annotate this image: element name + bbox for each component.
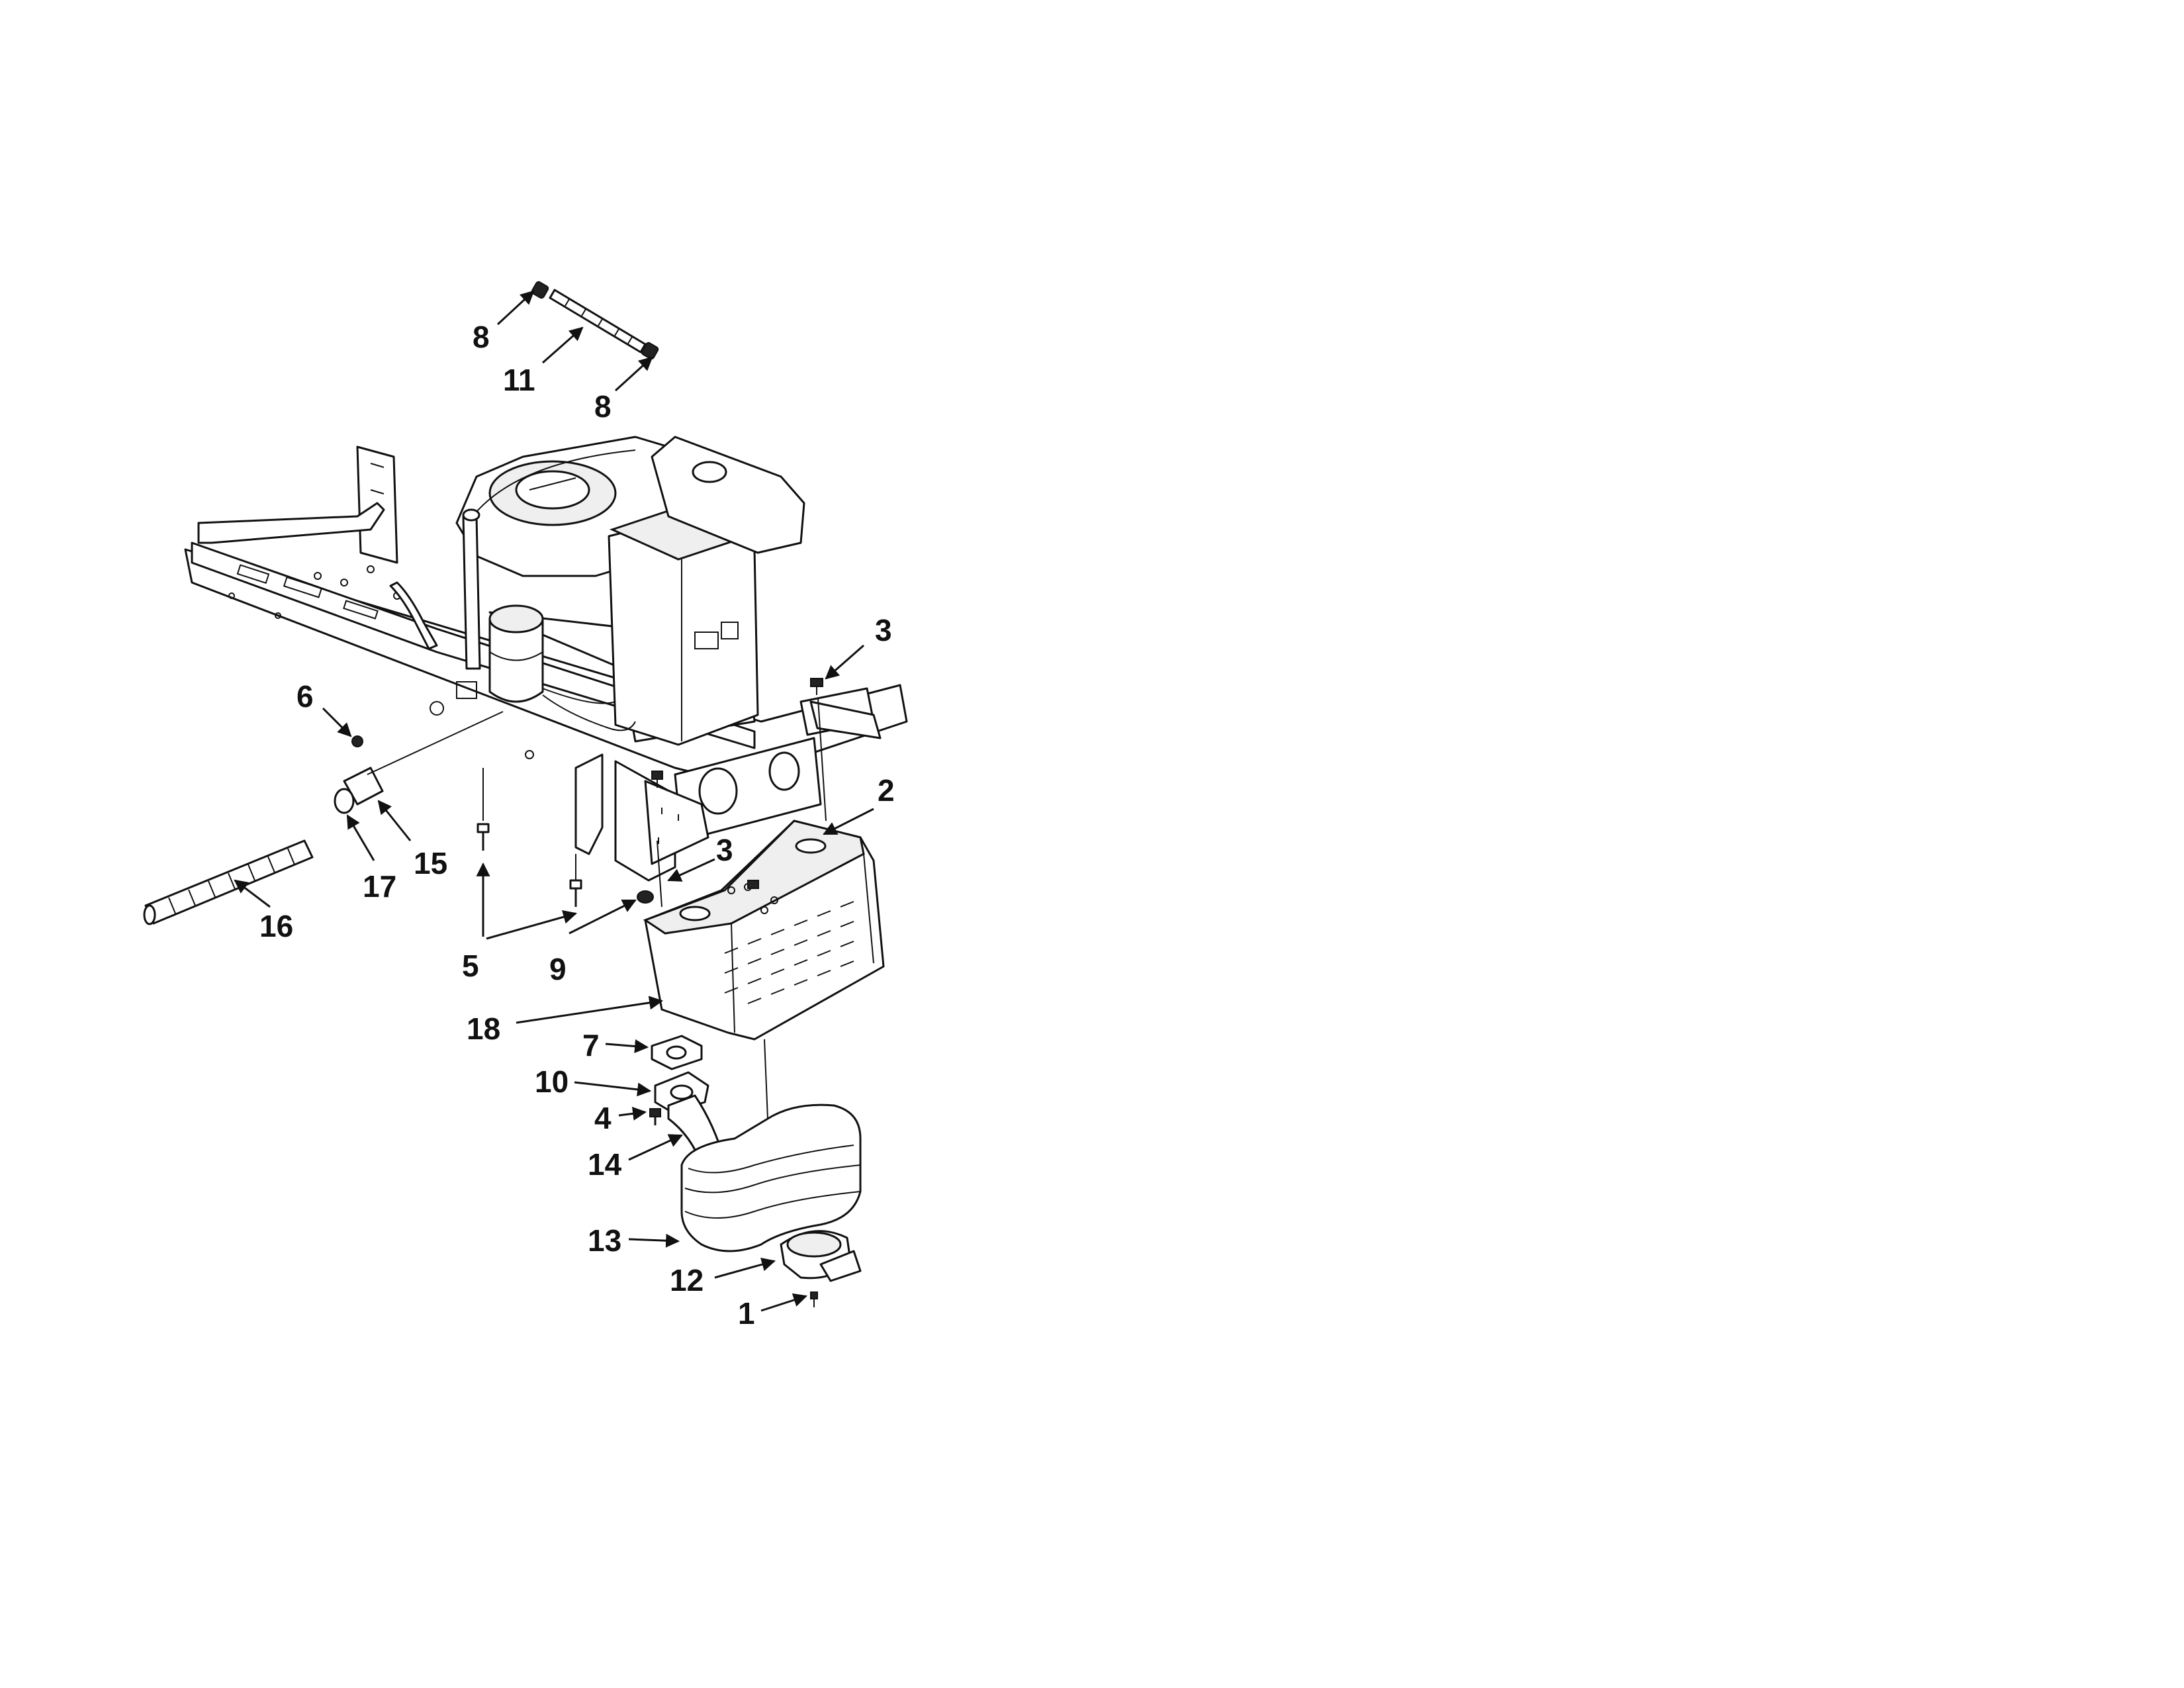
leader-15 xyxy=(377,800,412,841)
callout-8b: 8 xyxy=(594,389,612,424)
leader-11 xyxy=(542,326,584,364)
callout-2: 2 xyxy=(878,773,895,808)
leader-6 xyxy=(322,707,352,737)
leader-10 xyxy=(574,1081,652,1097)
callout-12: 12 xyxy=(670,1263,704,1297)
screw-1-part xyxy=(810,1291,818,1307)
leader-8b xyxy=(614,356,653,392)
callout-7: 7 xyxy=(582,1028,600,1062)
nut-6-part xyxy=(351,735,363,747)
callout-18: 18 xyxy=(467,1011,500,1046)
callout-8a: 8 xyxy=(473,320,490,354)
leader-7 xyxy=(605,1039,649,1053)
leader-5b xyxy=(486,910,578,940)
leader-lines xyxy=(234,290,874,1312)
screw-3-part xyxy=(651,678,827,908)
callout-3a: 3 xyxy=(875,613,892,647)
screw-9-part xyxy=(637,890,654,904)
muffler-guard-18-part xyxy=(643,820,885,1119)
gasket-7-part xyxy=(651,1035,703,1070)
callout-16: 16 xyxy=(259,909,293,943)
fitting-15-part xyxy=(334,711,504,814)
callout-5: 5 xyxy=(462,949,479,983)
callout-3b: 3 xyxy=(716,833,733,867)
leader-14 xyxy=(628,1134,683,1161)
callout-10: 10 xyxy=(535,1064,569,1099)
callout-9: 9 xyxy=(549,952,567,986)
callout-13: 13 xyxy=(588,1223,621,1258)
fuel-line-part xyxy=(531,281,659,360)
leader-17 xyxy=(346,814,375,861)
callout-4: 4 xyxy=(594,1101,612,1135)
leader-1 xyxy=(760,1293,807,1312)
leader-16 xyxy=(234,879,271,908)
leader-12 xyxy=(714,1257,776,1279)
engine-part xyxy=(389,436,805,746)
leader-9 xyxy=(569,899,637,935)
callout-17: 17 xyxy=(363,869,396,904)
callout-11: 11 xyxy=(503,363,535,397)
leader-13 xyxy=(628,1233,680,1248)
deflector-12-part xyxy=(780,1230,862,1282)
leader-2 xyxy=(823,808,874,835)
hose-16-part xyxy=(143,839,314,925)
leader-18 xyxy=(516,996,664,1024)
leader-3b xyxy=(667,858,715,882)
callout-14: 14 xyxy=(588,1147,622,1182)
muffler-13-part xyxy=(680,1103,862,1252)
bolt-4-part xyxy=(649,1108,661,1125)
callout-labels: 8 11 8 3 6 2 3 15 17 16 5 9 18 7 10 4 14… xyxy=(259,320,895,1331)
leader-4 xyxy=(618,1106,647,1121)
callout-15: 15 xyxy=(414,846,447,880)
callout-6: 6 xyxy=(296,679,314,714)
leader-3a xyxy=(825,644,864,680)
callout-1: 1 xyxy=(738,1296,755,1331)
leader-8a xyxy=(496,290,535,326)
bolts-5-part xyxy=(477,768,582,907)
